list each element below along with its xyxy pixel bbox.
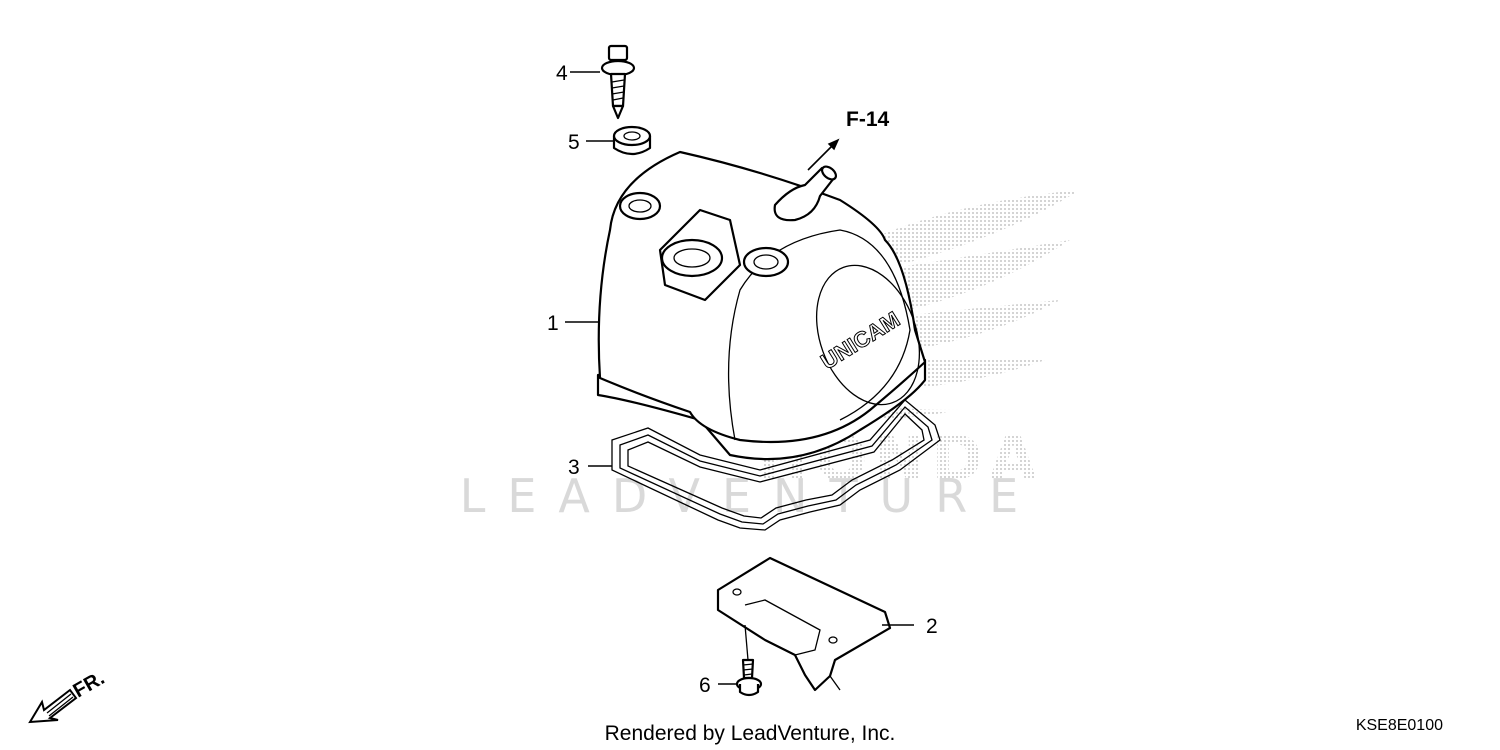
callout-2: 2 <box>926 615 938 638</box>
footer-credit: Rendered by LeadVenture, Inc. <box>605 722 896 745</box>
callout-6: 6 <box>699 674 711 697</box>
callout-3: 3 <box>568 456 580 479</box>
reference-label: F-14 <box>846 108 890 131</box>
callout-4: 4 <box>556 62 568 85</box>
part-2-plate <box>716 556 892 692</box>
front-direction-arrow: FR. <box>28 667 108 724</box>
reference-arrow-icon <box>827 138 840 151</box>
callout-1: 1 <box>547 312 559 335</box>
diagram-code: KSE8E0100 <box>1356 717 1443 734</box>
leadventure-watermark: LEADVENTURE <box>460 469 1041 523</box>
part-5-grommet <box>612 125 652 156</box>
part-4-bolt <box>600 44 636 120</box>
part-6-bolt <box>735 624 763 697</box>
part-1-head-cover: UNICAM <box>596 150 927 461</box>
callout-5: 5 <box>568 131 580 154</box>
part-3-gasket <box>611 399 941 531</box>
